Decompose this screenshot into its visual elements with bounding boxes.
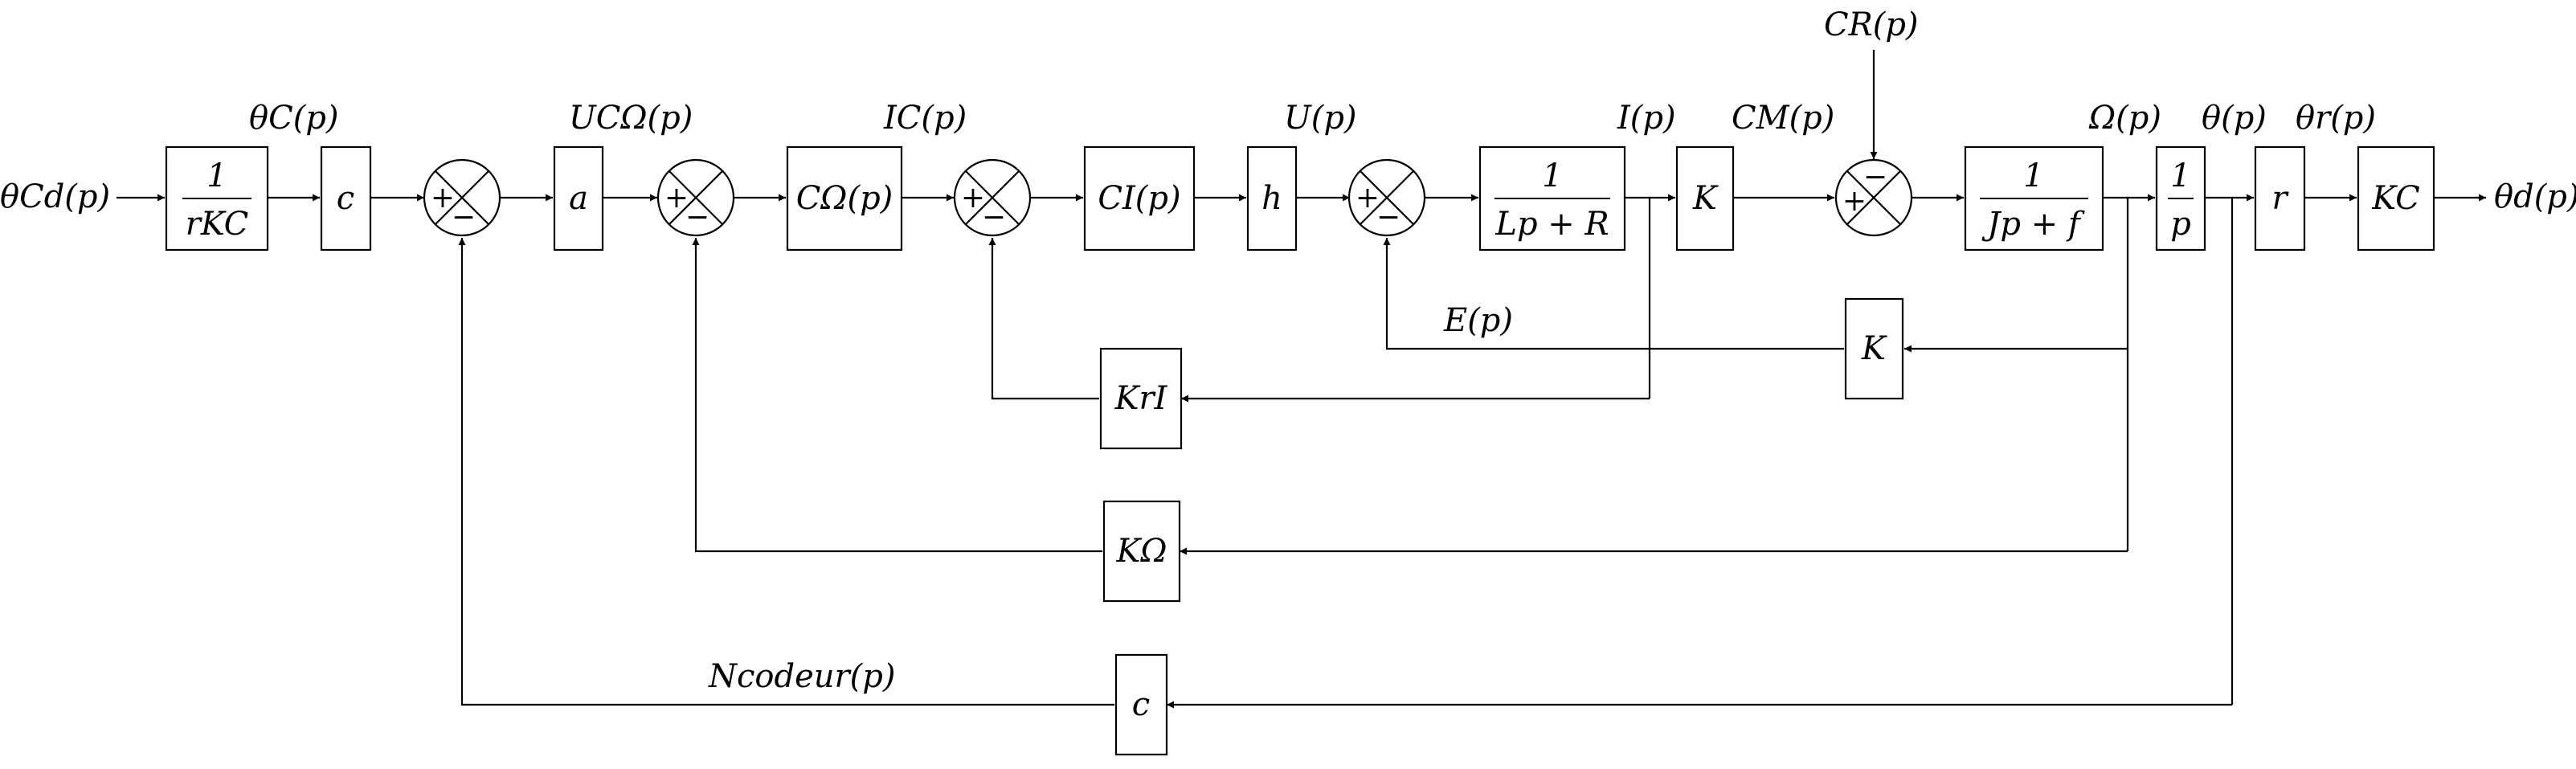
block-a: a [553,145,604,252]
k-emf-label: K [1861,330,1887,367]
block-k-omega: KΩ [1102,500,1181,603]
label-c-m: CM(p) [1732,100,1834,137]
block-c1: c [320,145,372,252]
c2-label: c [1132,686,1150,723]
signal-labels: θCd(p) θC(p) UCΩ(p) IC(p) U(p) I(p) CM(p… [0,6,2576,695]
sum-junction-5: − + [1834,158,1913,237]
sum-junction-1: + − [423,158,501,237]
elec-num: 1 [1542,157,1562,194]
blocks: 1 rKC c a CΩ(p) CI(p) h [165,145,2435,756]
r-label: r [2271,180,2289,217]
inv-gain-num: 1 [206,157,227,194]
feedback-wires [458,198,2234,709]
forward-wires [117,50,2486,202]
integrator-den: p [2170,206,2191,243]
c-omega-label: CΩ(p) [796,180,893,217]
label-theta-r: θr(p) [2296,100,2376,137]
sum-junction-3: + − [953,158,1032,237]
sum3-minus: − [982,201,1006,234]
mech-num: 1 [2023,157,2043,194]
block-h: h [1246,145,1298,252]
inv-gain-den: rKC [186,206,249,243]
mech-den: Jp + f [1981,206,2085,243]
label-n-codeur: Ncodeur(p) [708,658,895,695]
sum-junction-4: + − [1347,158,1426,237]
block-k-c: KC [2357,145,2435,252]
wire-c2-sum1 [458,238,1114,706]
wire-kri-sum3 [988,238,1099,400]
c-i-label: CI(p) [1098,180,1180,217]
block-c-i: CI(p) [1083,145,1196,252]
summing-junctions: + − + − + − + − − + [423,158,1913,237]
sum1-minus: − [452,201,476,234]
sum5-minus: − [1863,161,1887,194]
elec-den: Lp + R [1494,206,1609,243]
sum2-plus: + [664,182,689,215]
wire-komega-sum2 [692,238,1102,553]
label-output: θd(p) [2494,178,2576,215]
k-ri-label: KrI [1114,380,1168,417]
label-u-c-omega: UCΩ(p) [569,100,693,137]
sum3-plus: + [961,182,985,215]
sum5-plus: + [1842,185,1867,218]
label-u: U(p) [1284,100,1357,137]
sum1-plus: + [431,182,455,215]
integrator-num: 1 [2170,157,2190,194]
label-c-r: CR(p) [1824,6,1919,43]
sum4-minus: − [1376,201,1400,234]
label-omega: Ω(p) [2088,100,2161,137]
block-k-torque: K [1675,145,1735,252]
block-inverse-gain: 1 rKC [165,145,269,252]
label-theta-c: θC(p) [249,100,339,137]
label-i: I(p) [1617,100,1676,137]
block-mechanical: 1 Jp + f [1964,145,2104,252]
block-electrical: 1 Lp + R [1478,145,1626,252]
k-omega-label: KΩ [1115,533,1167,570]
k-torque-label: K [1692,180,1719,217]
wire-kemf-sum4 [1383,238,1844,350]
h-label: h [1261,180,1282,217]
label-theta: θ(p) [2202,100,2267,137]
sum4-plus: + [1355,182,1380,215]
block-k-ri: KrI [1099,347,1183,450]
block-r: r [2254,145,2306,252]
block-k-emf: K [1844,297,1904,400]
label-i-c: IC(p) [883,100,967,137]
c1-label: c [337,180,354,217]
block-c2: c [1114,653,1168,756]
block-integrator: 1 p [2155,145,2206,252]
label-e: E(p) [1443,302,1513,339]
label-input: θCd(p) [0,178,110,215]
sum-junction-2: + − [656,158,735,237]
block-c-omega: CΩ(p) [786,145,903,252]
k-c-label: KC [2371,180,2419,217]
sum2-minus: − [685,201,709,234]
a-label: a [569,180,588,217]
